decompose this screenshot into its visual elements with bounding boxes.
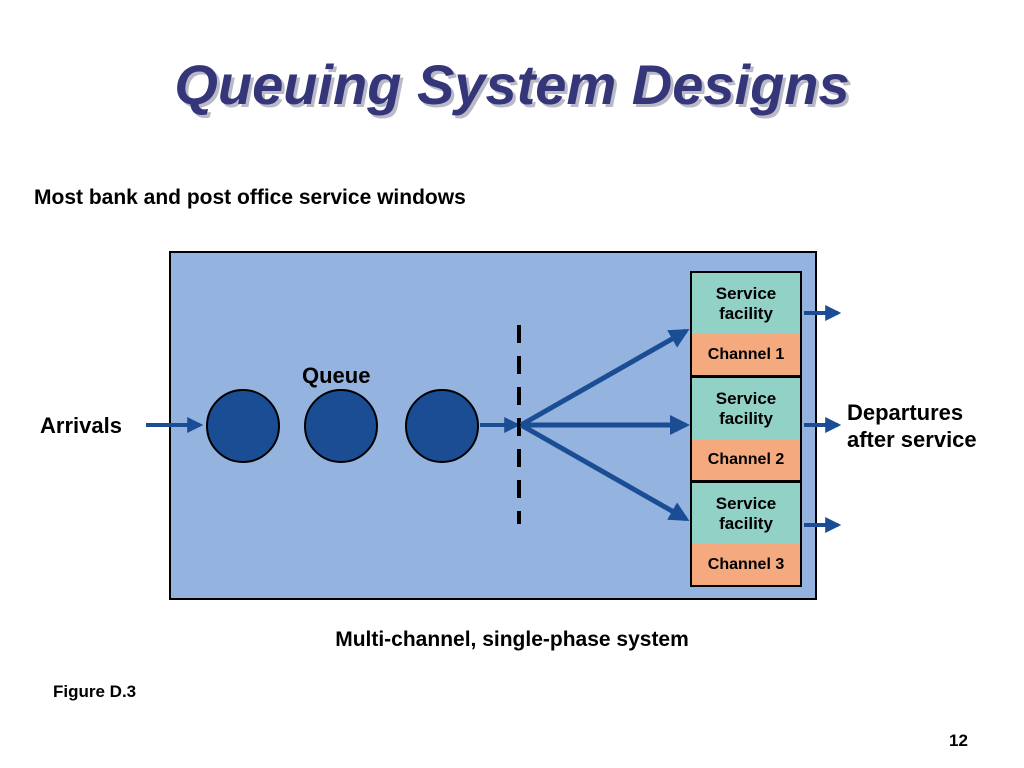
channel-label: Channel 3 — [692, 544, 800, 585]
service-facility-text-2: facility — [719, 408, 773, 428]
figure-label: Figure D.3 — [53, 682, 137, 701]
customer-circle-2 — [304, 389, 378, 463]
diagram-caption: Multi-channel, single-phase system — [335, 628, 689, 651]
channel-label: Channel 2 — [692, 439, 800, 480]
departures-label: Departures after service — [847, 399, 977, 453]
service-facility-text-1: Service — [715, 493, 777, 513]
slide-subtitle: Most bank and post office service window… — [34, 186, 466, 209]
branch-arrow-channel-1 — [519, 328, 690, 428]
channel-label: Channel 1 — [692, 334, 800, 375]
page-number: 12 — [949, 731, 968, 750]
service-facility-1: Service facility Channel 1 — [690, 271, 802, 377]
service-facility-text-1: Service — [715, 388, 777, 408]
departures-line-2: after service — [847, 427, 977, 452]
customer-circle-1 — [206, 389, 280, 463]
service-facility-label: Service facility — [692, 273, 800, 334]
service-facility-label: Service facility — [692, 378, 800, 439]
customer-circle-3 — [405, 389, 479, 463]
slide-title: Queuing System Designs — [174, 53, 850, 116]
branch-arrow-channel-3 — [519, 422, 690, 522]
service-facility-3: Service facility Channel 3 — [690, 481, 802, 587]
service-facility-2: Service facility Channel 2 — [690, 376, 802, 482]
service-facility-text-2: facility — [719, 513, 773, 533]
arrivals-label: Arrivals — [40, 413, 122, 438]
departures-line-1: Departures — [847, 400, 964, 425]
service-facility-text-1: Service — [715, 283, 777, 303]
queue-label: Queue — [302, 363, 371, 388]
service-facility-label: Service facility — [692, 483, 800, 544]
service-facility-text-2: facility — [719, 303, 773, 323]
